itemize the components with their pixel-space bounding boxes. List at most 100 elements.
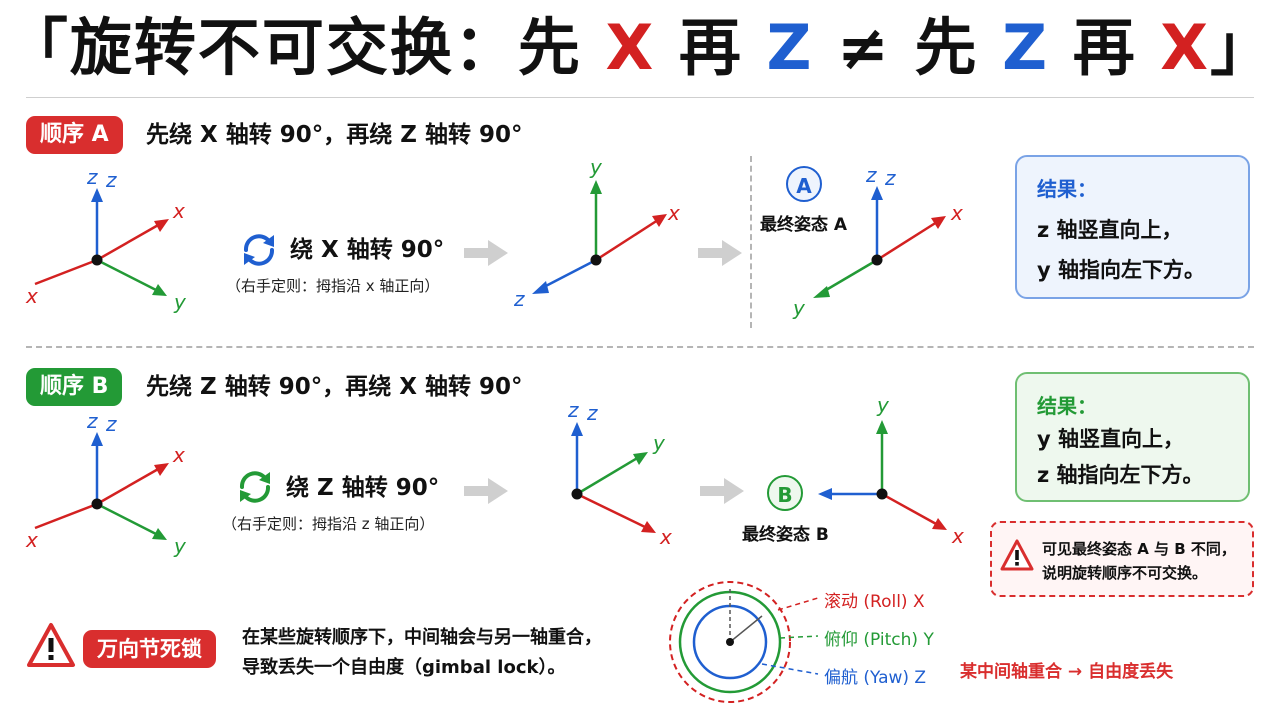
title-x-second: X [1160, 11, 1211, 84]
x-axis-neg-line [34, 502, 98, 530]
sequence-b-heading: 先绕 Z 轴转 90°，再绕 X 轴转 90° [146, 374, 523, 400]
title-z-first: Z [766, 11, 814, 84]
result-b-line2: z 轴指向左下方。 [1037, 463, 1204, 487]
x-axis-arrow [154, 463, 169, 476]
pitch-label: 俯仰 (Pitch) Y [824, 630, 934, 650]
rotate-arrows-icon [244, 234, 274, 266]
axis-triad-b-initial: z z x x y [25, 409, 187, 558]
y-axis-arrow [152, 284, 167, 296]
yaw-leader [761, 663, 819, 675]
x-label: x [659, 525, 672, 549]
axis-triad-a-final: z z x y [792, 163, 963, 320]
gimbal-lock-note: 某中间轴重合 → 自由度丢失 [960, 662, 1174, 682]
rotation-b-note: （右手定则：拇指沿 z 轴正向） [222, 515, 435, 533]
section-divider [26, 346, 1254, 348]
x-label: x [951, 524, 964, 548]
rotation-b-label: 绕 Z 轴转 90° [286, 475, 440, 501]
warning-line2: 说明旋转顺序不可交换。 [1042, 564, 1208, 582]
z-axis-arrow [871, 186, 883, 200]
x-neg-label: x [25, 284, 38, 308]
gimbal-lock-tag: 万向节死锁 [83, 630, 216, 668]
roll-ring [669, 581, 791, 703]
x-axis-arrow [652, 214, 667, 227]
title-close: 」 [1210, 11, 1275, 84]
warning-icon [27, 623, 75, 667]
x-axis-line [881, 492, 939, 527]
page-title: 「旋转不可交换：先 X 再 Z ≠ 先 Z 再 X」 [0, 6, 1280, 90]
origin-dot [91, 498, 103, 510]
x-axis-line [96, 222, 161, 262]
axis-triad-a-intermediate: y x z [513, 155, 680, 311]
z-label: z [513, 287, 525, 311]
result-b-line1: y 轴竖直向上， [1037, 427, 1184, 451]
y-axis-line [576, 455, 640, 496]
sequence-b-tag: 顺序 B [26, 368, 123, 406]
x-label: x [172, 199, 185, 223]
flow-arrow-icon [464, 478, 508, 504]
z-label-second: z [586, 401, 598, 425]
final-b-badge: B [767, 475, 803, 511]
x-axis-arrow [641, 521, 656, 533]
yaw-label: 偏航 (Yaw) Z [824, 668, 927, 688]
y-axis-line [820, 258, 878, 295]
result-a-line2: y 轴指向左下方。 [1037, 258, 1205, 282]
z-label-second: z [105, 168, 117, 192]
gimbal-lock-line2: 导致丢失一个自由度（gimbal lock）。 [242, 657, 566, 678]
sequence-a-tag: 顺序 A [26, 116, 123, 154]
title-divider [26, 97, 1254, 98]
warning-icon [1000, 539, 1034, 571]
x-label: x [172, 443, 185, 467]
rotation-a-note: （右手定则：拇指沿 x 轴正向） [226, 277, 440, 295]
x-axis-arrow [154, 219, 169, 232]
x-axis-line [96, 466, 161, 506]
z-axis-line [539, 258, 597, 291]
origin-dot [571, 488, 583, 500]
result-b-box: 结果： y 轴竖直向上， z 轴指向左下方。 [1015, 372, 1250, 502]
y-axis-arrow [633, 452, 648, 465]
y-label: y [876, 393, 890, 417]
y-label: y [173, 534, 187, 558]
z-label: z [865, 163, 877, 187]
x-axis-arrow [931, 216, 946, 229]
y-axis-arrow [813, 286, 830, 298]
x-axis-neg-line [34, 258, 98, 286]
result-a-title: 结果： [1037, 177, 1097, 201]
result-a-line1: z 轴竖直向上， [1037, 218, 1183, 242]
pitch-leader [779, 635, 819, 639]
y-axis-arrow [590, 180, 602, 194]
x-axis-line [876, 220, 938, 262]
axis-triad-b-intermediate: z z y x [567, 398, 672, 549]
roll-label: 滚动 (Roll) X [824, 592, 925, 612]
origin-dot [590, 254, 602, 266]
z-axis-arrow [532, 281, 549, 294]
flow-arrow-icon [464, 240, 508, 266]
title-open: 「旋转不可交换：先 [5, 11, 606, 84]
final-a-label: 最终姿态 A [760, 215, 848, 235]
axis-guide-diagonal [729, 615, 763, 643]
title-x-first: X [605, 11, 656, 84]
x-axis-arrow [932, 518, 947, 530]
title-mid-first: 再 [655, 11, 767, 84]
sequence-a-divider [750, 156, 752, 328]
gimbal-diagram [669, 581, 819, 703]
warning-box: 可见最终姿态 A 与 B 不同， 说明旋转顺序不可交换。 [990, 521, 1254, 597]
origin-dot [91, 254, 103, 266]
y-axis-line [96, 258, 159, 293]
x-axis-line [576, 492, 648, 530]
origin-dot [871, 254, 883, 266]
warning-line1: 可见最终姿态 A 与 B 不同， [1042, 540, 1236, 558]
final-a-badge: A [786, 166, 822, 202]
z-label-second: z [884, 166, 896, 190]
origin-dot [876, 488, 888, 500]
final-b-label: 最终姿态 B [742, 525, 829, 545]
y-label: y [589, 155, 603, 179]
rotate-arrows-icon [240, 471, 270, 503]
result-a-box: 结果： z 轴竖直向上， y 轴指向左下方。 [1015, 155, 1250, 299]
z-label-second: z [105, 412, 117, 436]
z-axis-arrow [91, 188, 103, 202]
x-label: x [950, 201, 963, 225]
y-label: y [792, 296, 806, 320]
flow-arrow-icon [698, 240, 742, 266]
x-axis-line [595, 218, 659, 262]
roll-leader [777, 597, 819, 611]
